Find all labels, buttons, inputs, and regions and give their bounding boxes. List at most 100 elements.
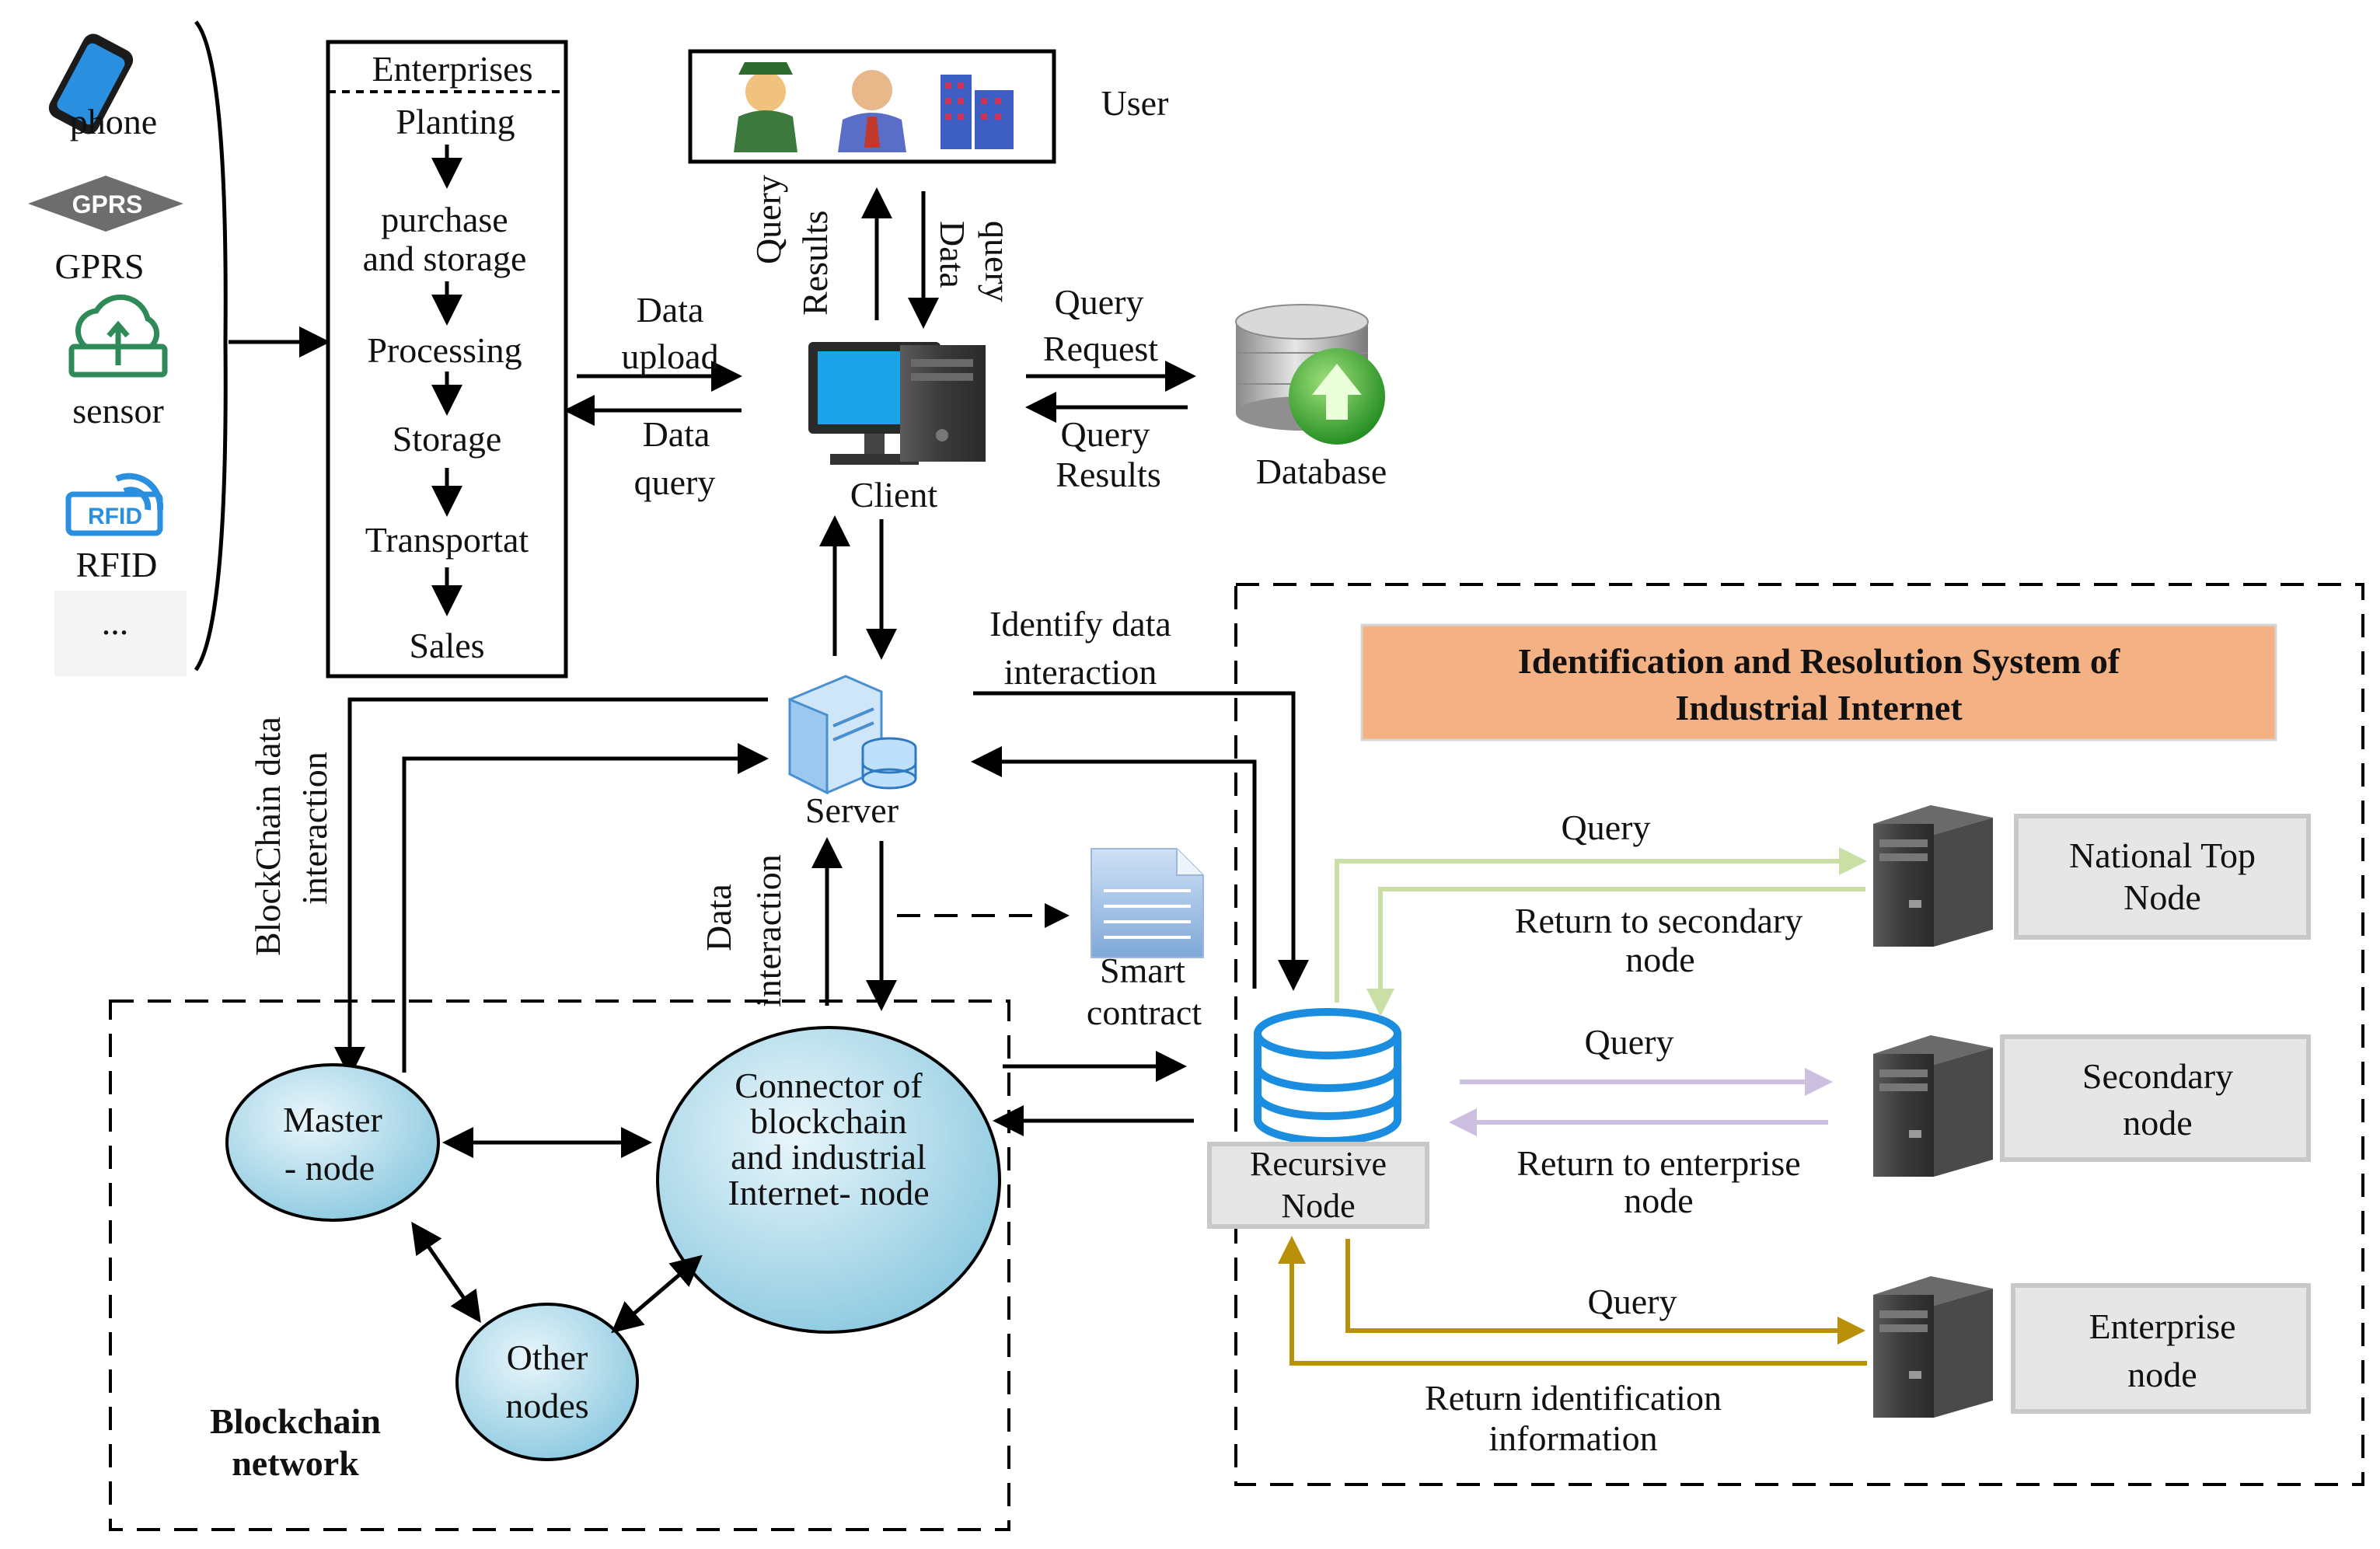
connector-node: Connector of blockchain and industrial I… xyxy=(656,1026,1001,1334)
server-icon xyxy=(788,675,917,795)
enterprise-server-icon xyxy=(1873,1276,1993,1418)
data-upload-2: upload xyxy=(621,337,718,376)
recursive-node-2: Node xyxy=(1281,1187,1355,1225)
step-purchase: purchase xyxy=(381,200,508,239)
master-to-server-arrow xyxy=(402,743,769,1073)
blockchain-title-1: Blockchain xyxy=(210,1401,381,1441)
query-results-vertical-2: Results xyxy=(795,211,835,316)
enterprise-node-2: node xyxy=(2127,1355,2197,1394)
connector-node-4: Internet- node xyxy=(728,1173,929,1212)
recursive-node-1: Recursive xyxy=(1250,1145,1387,1183)
query-results-vertical-1: Query xyxy=(749,175,788,264)
national-node-2: Node xyxy=(2124,877,2201,917)
query-request-1: Query xyxy=(1055,282,1144,322)
query-request-2: Request xyxy=(1043,329,1158,368)
recursive-to-server-arrow xyxy=(971,746,1257,989)
return-enterprise-1: Return to enterprise xyxy=(1516,1143,1800,1183)
smart-contract-1: Smart xyxy=(1100,951,1185,990)
iirs-box xyxy=(1234,583,2364,1486)
connector-node-2: blockchain xyxy=(750,1101,907,1141)
data-query-vertical-2: query xyxy=(978,221,1017,302)
step-transportation: Transportat xyxy=(365,520,529,560)
sensor-icon xyxy=(68,294,168,378)
client-label: Client xyxy=(850,475,938,515)
device-brace xyxy=(194,20,228,672)
enterprises-title: Enterprises xyxy=(372,49,533,89)
query-national-label: Query xyxy=(1562,808,1651,847)
user-box xyxy=(688,49,1056,164)
rfid-label: RFID xyxy=(76,545,158,584)
data-interaction-1: Data xyxy=(699,884,738,951)
return-secondary-2: node xyxy=(1625,940,1694,979)
server-to-master-arrow xyxy=(334,697,768,1078)
soldier-icon xyxy=(734,62,797,152)
enterprise-node-box xyxy=(2011,1283,2311,1414)
smart-contract-icon xyxy=(1091,848,1204,958)
data-query-2: query xyxy=(634,462,716,502)
secondary-node-box xyxy=(2000,1034,2311,1162)
connector-node-3: and industrial xyxy=(731,1137,927,1177)
step-planting: Planting xyxy=(396,102,515,141)
identify-2: interaction xyxy=(1004,652,1157,692)
iirs-title-2: Industrial Internet xyxy=(1675,688,1963,727)
data-query-1: Data xyxy=(643,414,710,454)
query-results-2: Results xyxy=(1056,455,1160,494)
query-national-arrow xyxy=(1335,847,1867,1003)
return-identification-arrow xyxy=(1278,1236,1867,1366)
iirs-title-1: Identification and Resolution System of xyxy=(1518,641,2120,681)
return-identification-1: Return identification xyxy=(1425,1378,1722,1418)
phone-label: phone xyxy=(70,102,157,141)
client-computer-icon xyxy=(808,342,986,465)
other-connector-link xyxy=(611,1254,703,1334)
recursive-node-icon xyxy=(1254,1008,1401,1145)
query-secondary-label: Query xyxy=(1585,1022,1674,1062)
step-sales: Sales xyxy=(409,626,484,665)
phone-icon xyxy=(48,33,134,134)
step-storage: Storage xyxy=(393,419,502,459)
return-secondary-1: Return to secondary xyxy=(1515,901,1802,940)
other-nodes: Other nodes xyxy=(455,1303,639,1461)
connector-node-1: Connector of xyxy=(735,1066,923,1105)
step-and-storage: and storage xyxy=(363,239,527,278)
national-server-icon xyxy=(1873,805,1993,947)
smart-contract-2: contract xyxy=(1087,993,1202,1032)
gprs-label: GPRS xyxy=(54,246,144,286)
return-secondary-arrow xyxy=(1366,887,1865,1017)
data-interaction-2: interaction xyxy=(749,854,788,1007)
sensor-label: sensor xyxy=(72,391,164,431)
data-query-vertical-1: Data xyxy=(933,221,972,288)
master-node-2: - node xyxy=(284,1148,375,1188)
secondary-node-1: Secondary xyxy=(2082,1056,2233,1096)
rfid-icon: RFID xyxy=(65,473,164,536)
national-node-box xyxy=(2014,814,2311,940)
iirs-title-box xyxy=(1360,623,2277,741)
master-node: Master - node xyxy=(225,1063,440,1222)
enterprises-box: Enterprises Planting purchase and storag… xyxy=(326,40,568,679)
secondary-node-2: node xyxy=(2123,1103,2192,1143)
server-label: Server xyxy=(805,790,899,830)
blockchain-title-2: network xyxy=(232,1443,359,1483)
enterprise-node-1: Enterprise xyxy=(2089,1307,2235,1346)
master-node-1: Master xyxy=(283,1100,382,1139)
user-label: User xyxy=(1101,83,1169,123)
national-node-1: National Top xyxy=(2069,836,2256,875)
buildings-icon xyxy=(940,75,1014,149)
other-nodes-2: nodes xyxy=(505,1386,588,1425)
gprs-badge: GPRS xyxy=(72,190,143,218)
identify-data-arrow xyxy=(973,691,1309,991)
other-nodes-1: Other xyxy=(507,1338,588,1377)
businessman-icon xyxy=(838,70,906,152)
query-enterprise-arrow xyxy=(1345,1239,1865,1345)
recursive-node-box xyxy=(1207,1142,1429,1229)
blockchain-network-box xyxy=(109,1000,1010,1531)
return-enterprise-2: node xyxy=(1624,1181,1693,1220)
data-upload-1: Data xyxy=(637,290,704,330)
database-label: Database xyxy=(1256,452,1387,491)
query-enterprise-label: Query xyxy=(1588,1282,1677,1321)
step-processing: Processing xyxy=(367,330,522,370)
gprs-icon: GPRS xyxy=(28,176,183,232)
rfid-badge: RFID xyxy=(88,504,142,529)
secondary-server-icon xyxy=(1873,1035,1993,1177)
more-devices-bg xyxy=(54,591,187,676)
more-devices-label: ... xyxy=(102,602,129,642)
